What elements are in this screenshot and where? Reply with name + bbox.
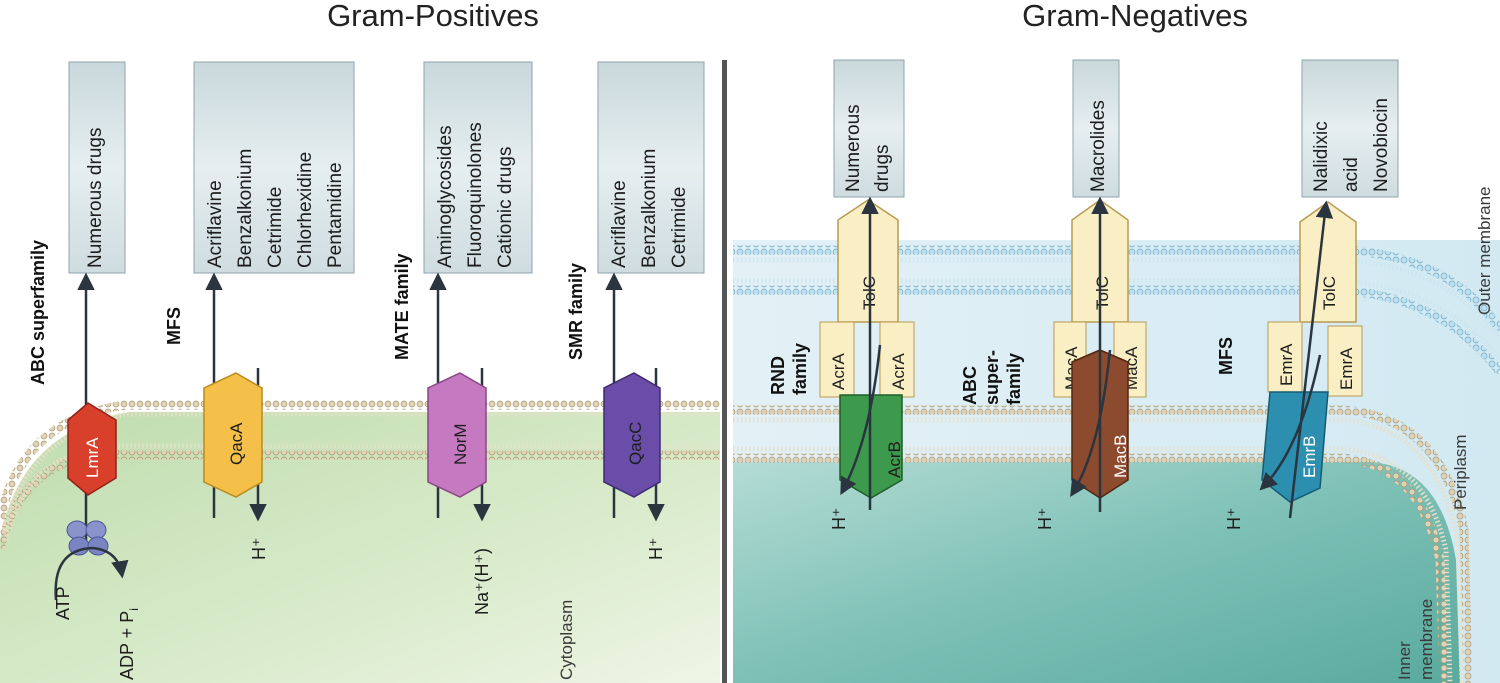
svg-text:acid: acid (1341, 157, 1362, 192)
pump-emrab-tolc: TolC EmrA EmrA EmrB H⁺ MFS (1216, 200, 1363, 531)
adaptor-acra-right (879, 321, 915, 398)
label-norm-ion: Na⁺(H⁺) (472, 548, 492, 615)
gram-positive-panel: Gram-Positives Numerous drugs Acriflavin… (0, 0, 720, 683)
atp-binding-domain (66, 520, 109, 556)
substrate-box-lmra: Numerous drugs (68, 61, 126, 274)
svg-text:Numerous drugs: Numerous drugs (85, 128, 106, 268)
substrate-box-qaca: Acriflavine Benzalkonium Cetrimide Chlor… (193, 61, 355, 274)
svg-text:drugs: drugs (872, 144, 893, 192)
arrow-emrab-proton (1259, 354, 1322, 491)
svg-text:Acriflavine: Acriflavine (205, 180, 226, 268)
family-label-abc-neg-2: super- (982, 350, 1002, 405)
gram-negative-title: Gram-Negatives (1022, 0, 1248, 33)
svg-text:Benzalkonium: Benzalkonium (235, 149, 256, 268)
family-label-rnd: RND (768, 356, 788, 395)
gram-negative-panel: Gram-Negatives Numerous drugs Macrolides… (733, 0, 1500, 683)
family-label-abc-neg-3: family (1004, 353, 1024, 405)
transporter-lmra: LmrA (67, 402, 117, 496)
label-qaca-ion: H⁺ (249, 538, 269, 561)
gram-positive-title: Gram-Positives (327, 0, 539, 33)
gram-negative-cytoplasm (733, 462, 1460, 683)
svg-text:Cationic drugs: Cationic drugs (495, 147, 516, 268)
svg-text:AcrB: AcrB (885, 441, 904, 478)
svg-text:Pentamidine: Pentamidine (325, 162, 346, 268)
emrb-transporter (1261, 391, 1329, 503)
pump-macab-tolc: TolC MacA MacA MacB H⁺ ABC super- family (960, 196, 1147, 531)
svg-text:Chlorhexidine: Chlorhexidine (295, 152, 316, 268)
family-label-mfs-neg: MFS (1216, 337, 1236, 375)
svg-text:Nalidixic: Nalidixic (1311, 121, 1332, 192)
svg-text:H⁺: H⁺ (829, 508, 849, 531)
label-adp: ADP + Pi (117, 608, 141, 680)
substrate-box-acrab: Numerous drugs (833, 59, 905, 198)
gram-positive-membrane-outer-leaflet (0, 400, 720, 521)
svg-text:EmrA: EmrA (1337, 347, 1356, 390)
substrate-box-norm: Aminoglycosides Fluoroquinolones Cationi… (423, 61, 533, 274)
adaptor-acra-left (819, 321, 855, 398)
svg-text:QacC: QacC (626, 422, 645, 465)
svg-text:Fluoroquinolones: Fluoroquinolones (465, 122, 486, 268)
inner-membrane-outer-leaflet (733, 405, 1473, 683)
family-label-rnd-2: family (790, 343, 810, 395)
family-label-mfs: MFS (164, 307, 184, 345)
family-label-abc: ABC superfamily (28, 240, 48, 385)
pump-acrab-tolc: TolC AcrA AcrA AcrB H⁺ RND family (768, 196, 915, 531)
svg-text:EmrA: EmrA (1277, 343, 1296, 386)
substrate-box-qacc: Acriflavine Benzalkonium Cetrimide (597, 61, 705, 274)
adaptor-emra-right (1327, 325, 1363, 397)
label-inner-membrane-1: Inner (1395, 641, 1414, 680)
family-label-mate: MATE family (392, 253, 412, 360)
svg-text:TolC: TolC (1320, 276, 1339, 310)
svg-text:AcrA: AcrA (829, 353, 848, 391)
svg-text:MacB: MacB (1111, 435, 1130, 478)
transporter-qaca: QacA (203, 372, 263, 498)
label-inner-membrane-2: membrane (1417, 599, 1436, 680)
svg-text:Cetrimide: Cetrimide (669, 187, 690, 268)
panel-divider (722, 60, 727, 683)
arrow-macab-proton (1070, 349, 1112, 497)
svg-text:Benzalkonium: Benzalkonium (639, 149, 660, 268)
svg-text:Novobiocin: Novobiocin (1371, 98, 1392, 192)
svg-text:Numerous: Numerous (843, 104, 864, 192)
svg-text:TolC: TolC (1093, 276, 1112, 310)
gram-positive-cytoplasm (0, 412, 720, 683)
label-atp: ATP (53, 586, 73, 620)
svg-text:EmrB: EmrB (1300, 436, 1319, 479)
inner-membrane-inner-leaflet (733, 453, 1449, 683)
svg-text:NorM: NorM (451, 423, 470, 465)
label-cytoplasm: Cytoplasm (557, 600, 576, 680)
svg-text:H⁺: H⁺ (1035, 508, 1055, 531)
family-label-smr: SMR family (566, 263, 586, 360)
svg-text:H⁺: H⁺ (1224, 508, 1244, 531)
svg-text:Cetrimide: Cetrimide (265, 187, 286, 268)
substrate-box-emrab: Nalidixic acid Novobiocin (1301, 59, 1399, 198)
label-qacc-ion: H⁺ (646, 538, 666, 561)
svg-text:QacA: QacA (227, 422, 246, 465)
label-periplasm: Periplasm (1451, 434, 1470, 510)
transporter-norm: NorM (427, 372, 487, 498)
arrow-emrab-efflux (1288, 200, 1334, 519)
svg-text:Acriflavine: Acriflavine (609, 180, 630, 268)
arrow-acrab-proton (840, 344, 882, 496)
transporter-qacc: QacC (603, 372, 661, 498)
substrate-box-macab: Macrolides (1072, 59, 1120, 198)
svg-text:LmrA: LmrA (83, 437, 102, 478)
svg-text:Aminoglycosides: Aminoglycosides (435, 125, 456, 268)
svg-text:Macrolides: Macrolides (1088, 100, 1109, 192)
arrow-atp-hydrolysis (54, 546, 129, 601)
svg-text:AcrA: AcrA (889, 353, 908, 391)
label-outer-membrane: Outer membrane (1475, 187, 1494, 316)
svg-text:ADP + Pi: ADP + Pi (117, 608, 141, 680)
family-label-abc-neg-1: ABC (960, 366, 980, 405)
